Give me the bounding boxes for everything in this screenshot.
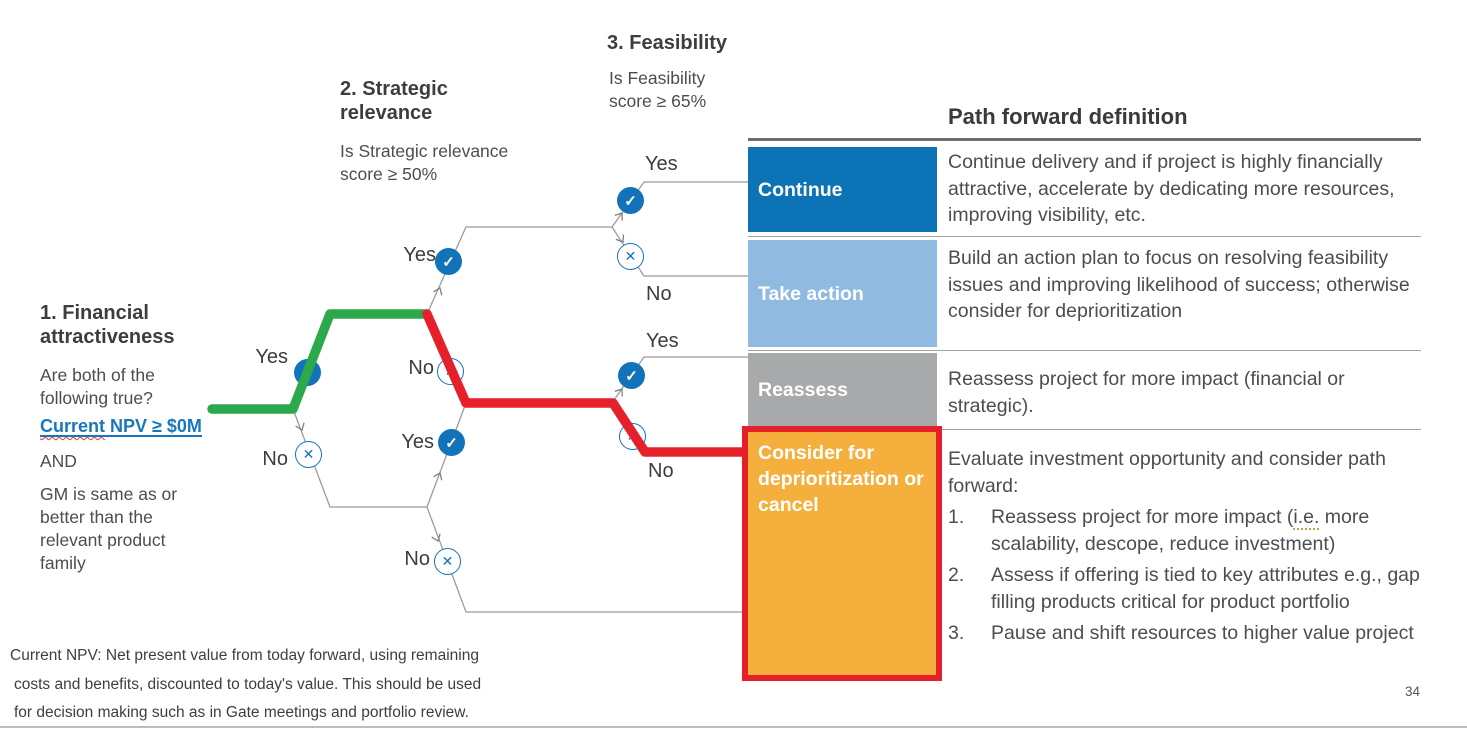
list-item-text: Reassess project for more impact (i.e. m… — [991, 504, 1424, 557]
bottom-border — [0, 726, 1467, 728]
description-take-action: Build an action plan to focus on resolvi… — [948, 247, 1410, 322]
list-item: 1. Reassess project for more impact (i.e… — [948, 504, 1424, 557]
node-feasibility-a-yes: ✓ — [617, 187, 644, 214]
list-item-text-ie: i.e. — [1293, 506, 1320, 530]
node-lower-strategic-yes: ✓ — [438, 429, 465, 456]
x-icon: ✕ — [444, 363, 457, 379]
outcome-label-take-action: Take action — [758, 282, 864, 305]
gate-1-and-label: AND — [40, 451, 77, 471]
connector-lower-strategic-no — [426, 506, 744, 613]
outcome-label-reassess: Reassess — [758, 378, 848, 401]
node-lower-strategic-no: ✕ — [434, 548, 461, 575]
npv-current-word: Current — [40, 416, 106, 436]
arrow-icon — [295, 422, 305, 432]
x-icon: ✕ — [441, 553, 454, 569]
feasibility-a-no-label: No — [646, 283, 672, 305]
lower-strategic-yes-label: Yes — [401, 431, 434, 453]
row-divider-3 — [748, 429, 1421, 430]
feasibility-b-no-label: No — [648, 460, 674, 482]
node-strategic-yes: ✓ — [435, 248, 462, 275]
feasibility-b-yes-label: Yes — [646, 330, 679, 352]
gate-3-title: 3. Feasibility — [607, 32, 728, 54]
outcome-label-continue: Continue — [758, 178, 843, 201]
strategic-yes-label: Yes — [403, 244, 436, 266]
check-icon: ✓ — [624, 192, 637, 210]
x-icon: ✕ — [626, 428, 639, 444]
financial-no-label: No — [262, 448, 288, 470]
lower-strategic-no-label: No — [404, 548, 430, 570]
footnote-line-2: costs and benefits, discounted to today'… — [14, 675, 482, 693]
gate-1-title: 1. Financial attractiveness — [40, 302, 175, 348]
list-item-number: 3. — [948, 622, 965, 644]
red-highlight-path — [422, 309, 755, 457]
outcome-label-consider: Consider for deprioritization or cancel — [758, 442, 924, 516]
path-forward-header: Path forward definition — [948, 104, 1188, 129]
feasibility-a-yes-label: Yes — [645, 153, 678, 175]
outcome-box-take-action: Take action — [748, 240, 937, 347]
outcome-box-reassess: Reassess — [748, 353, 937, 426]
node-financial-yes: ✓ — [294, 359, 321, 386]
outcome-box-consider-deprioritization: Consider for deprioritization or cancel — [742, 426, 942, 681]
node-feasibility-a-no: ✕ — [617, 243, 644, 270]
gate-1-criterion-npv: Current NPV ≥ $0M — [40, 416, 202, 437]
list-item-number: 2. — [948, 564, 965, 586]
header-rule — [748, 138, 1421, 141]
arrow-icon — [614, 388, 623, 397]
footnote-line-1: Current NPV: Net present value from toda… — [10, 647, 479, 664]
financial-yes-label: Yes — [255, 346, 288, 368]
list-item: 2. Assess if offering is tied to key att… — [948, 562, 1424, 615]
arrow-icon — [433, 472, 443, 481]
gate-1-criterion-gm: GM is same as or better than the relevan… — [40, 484, 178, 573]
list-item-number: 1. — [948, 506, 965, 528]
list-item: 3. Pause and shift resources to higher v… — [948, 620, 1424, 647]
node-financial-no: ✕ — [295, 441, 322, 468]
gate-1-question: Are both of the following true? — [40, 365, 155, 408]
x-icon: ✕ — [302, 446, 315, 462]
list-item-text-pre: Reassess project for more impact ( — [991, 506, 1294, 528]
node-feasibility-b-yes: ✓ — [618, 362, 645, 389]
description-reassess: Reassess project for more impact (financ… — [948, 368, 1345, 417]
description-consider: Evaluate investment opportunity and cons… — [948, 446, 1424, 647]
row-divider-2 — [748, 350, 1421, 351]
list-item-text-post: more scalability, descope, reduce invest… — [991, 506, 1370, 555]
check-icon: ✓ — [442, 253, 455, 271]
consider-intro: Evaluate investment opportunity and cons… — [948, 448, 1386, 497]
footnote: Current NPV: Net present value from toda… — [10, 642, 550, 728]
outcome-box-continue: Continue — [748, 147, 937, 232]
list-item-text: Pause and shift resources to higher valu… — [991, 622, 1414, 644]
check-icon: ✓ — [625, 367, 638, 385]
footnote-line-3: for decision making such as in Gate meet… — [14, 704, 469, 721]
strategic-no-label: No — [408, 357, 434, 379]
row-divider-1 — [748, 236, 1421, 237]
node-strategic-no: ✕ — [437, 358, 464, 385]
description-continue: Continue delivery and if project is high… — [948, 151, 1395, 226]
node-feasibility-b-no: ✕ — [619, 423, 646, 450]
arrow-icon — [433, 287, 443, 296]
consider-options-list: 1. Reassess project for more impact (i.e… — [948, 504, 1424, 647]
gate-3-question: Is Feasibility score ≥ 65% — [609, 68, 707, 111]
check-icon: ✓ — [301, 364, 314, 382]
list-item-text: Assess if offering is tied to key attrib… — [991, 564, 1420, 613]
x-icon: ✕ — [624, 248, 637, 264]
check-icon: ✓ — [445, 434, 458, 452]
gate-2-title: 2. Strategic relevance — [340, 78, 448, 124]
gate-2-question: Is Strategic relevance score ≥ 50% — [340, 141, 509, 184]
npv-rest: NPV ≥ $0M — [105, 416, 202, 436]
page-number: 34 — [1405, 684, 1421, 699]
arrow-icon — [431, 533, 441, 543]
